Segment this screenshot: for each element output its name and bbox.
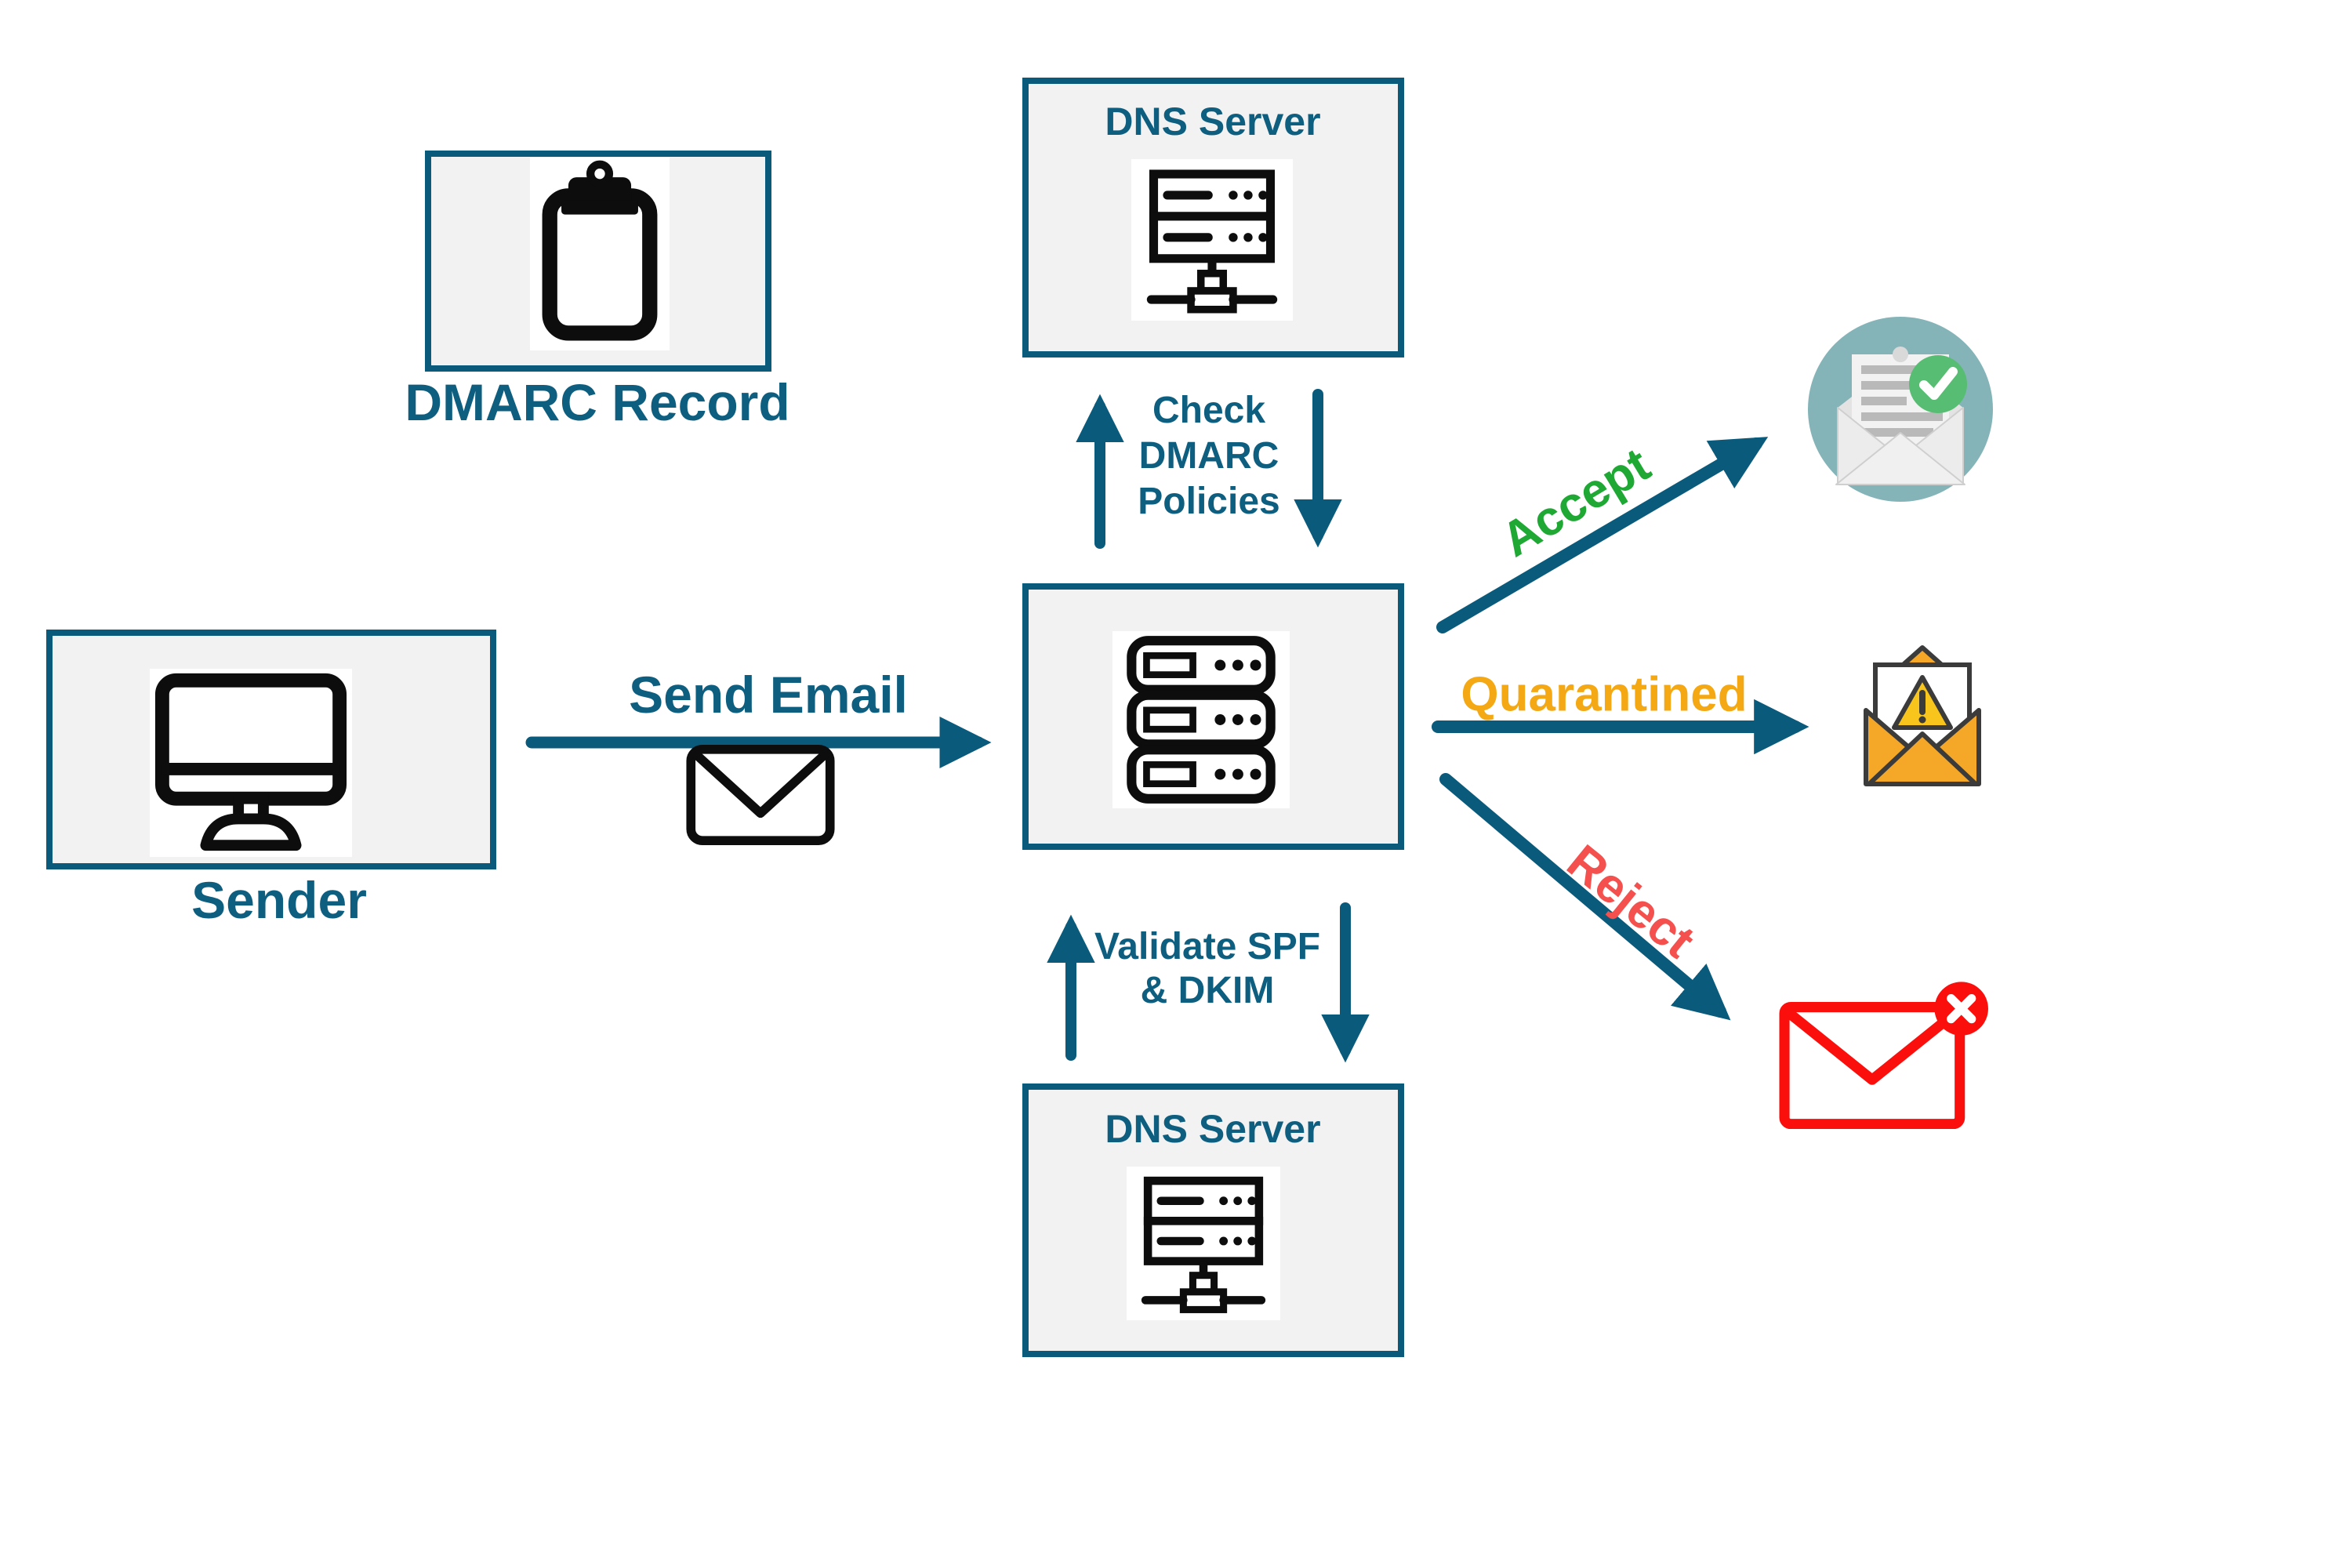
clipboard-icon bbox=[530, 158, 670, 350]
desktop-computer-icon bbox=[150, 669, 352, 857]
validate-spf-dkim-label: Validate SPF & DKIM bbox=[1094, 926, 1321, 1011]
dns-server-bottom-label: DNS Server bbox=[1105, 1107, 1321, 1151]
server-stack-icon bbox=[1112, 631, 1290, 808]
envelope-warning-icon bbox=[1844, 641, 2001, 798]
send-email-label: Send Email bbox=[629, 666, 908, 724]
sender-label: Sender bbox=[191, 871, 367, 929]
reject-label: Reject bbox=[1556, 834, 1705, 969]
dns-server-top-label: DNS Server bbox=[1105, 100, 1321, 143]
accept-label: Accept bbox=[1492, 437, 1660, 568]
quarantined-label: Quarantined bbox=[1461, 667, 1748, 722]
envelope-check-icon bbox=[1806, 315, 1994, 507]
envelope-icon bbox=[684, 745, 837, 845]
network-server-icon bbox=[1131, 159, 1293, 321]
network-server-icon bbox=[1127, 1167, 1280, 1320]
check-dmarc-label: Check DMARC Policies bbox=[1138, 390, 1280, 522]
envelope-rejected-icon bbox=[1778, 978, 1991, 1130]
dmarc-record-label: DMARC Record bbox=[405, 373, 790, 431]
